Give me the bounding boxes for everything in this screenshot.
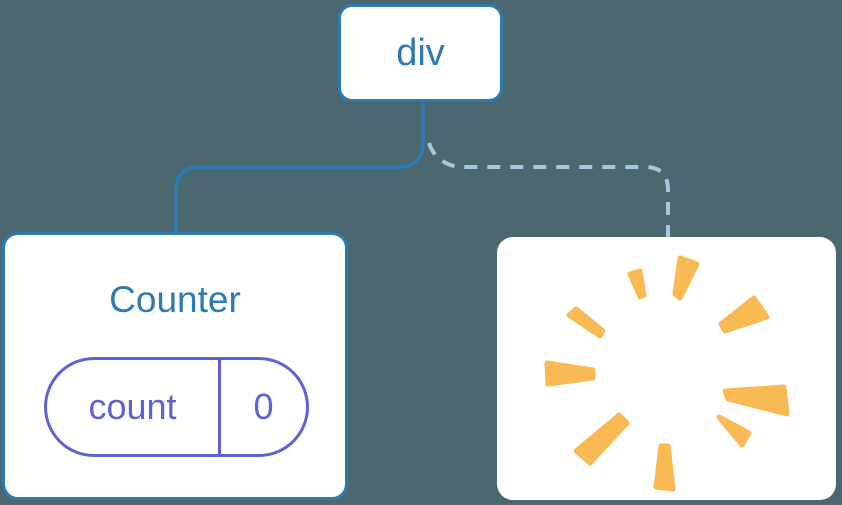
component-title: Counter	[109, 279, 241, 320]
root-node-div: div	[338, 4, 503, 102]
state-value: 0	[253, 386, 274, 427]
state-key-cell: count	[47, 360, 221, 454]
root-node-label: div	[396, 31, 445, 74]
counter-component-card: Counter count 0	[2, 232, 348, 500]
state-pill: count 0	[44, 357, 309, 457]
dashed-connector-line	[427, 142, 670, 243]
state-value-cell: 0	[221, 360, 306, 454]
removed-component-card	[497, 237, 836, 500]
state-key-label: count	[88, 386, 177, 427]
solid-connector-line	[174, 100, 425, 236]
poof-starburst-icon	[544, 255, 790, 492]
